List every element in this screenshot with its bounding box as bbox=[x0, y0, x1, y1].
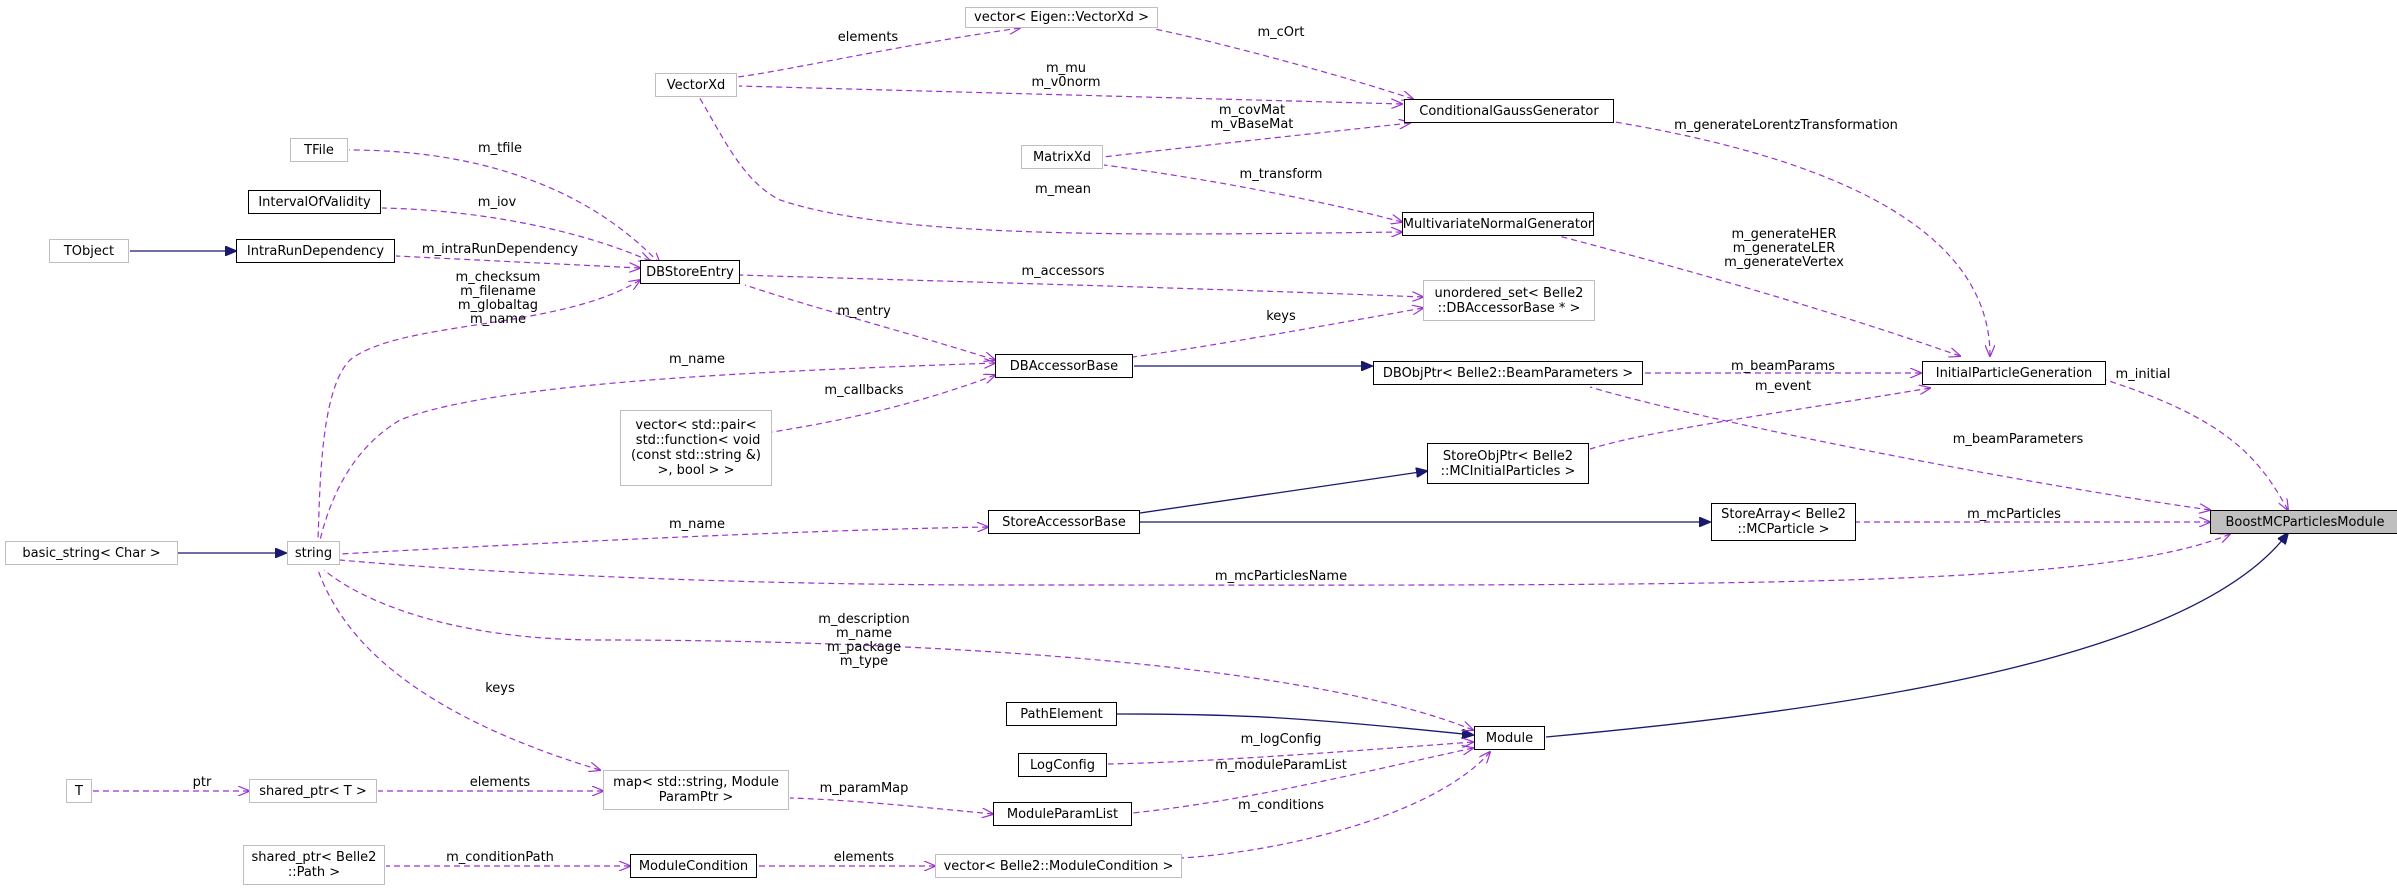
edge-dbaccessor-unordered bbox=[1109, 308, 1423, 361]
edge-label-m-accessors: m_accessors bbox=[1021, 264, 1105, 279]
edge-label-m-intrarundependency: m_intraRunDependency bbox=[421, 242, 579, 257]
edge-moduleparamlist-map bbox=[789, 797, 993, 814]
node-shared-ptr-t[interactable]: shared_ptr< T > bbox=[249, 779, 377, 803]
edge-label-m-logconfig: m_logConfig bbox=[1240, 732, 1322, 747]
edge-boost-ipg bbox=[2105, 379, 2288, 510]
node-modulecondition[interactable]: ModuleCondition bbox=[630, 854, 757, 878]
edge-mvn-matrixxd bbox=[1103, 164, 1402, 222]
edge-module-vectormodcond bbox=[1181, 752, 1490, 859]
node-multivariatenormalgenerator[interactable]: MultivariateNormalGenerator bbox=[1402, 212, 1594, 236]
edge-dbstoreentry-tfile bbox=[348, 149, 660, 264]
edge-label-m-generatelorentz: m_generateLorentzTransformation bbox=[1674, 118, 1898, 133]
edge-label-m-beamparameters: m_beamParameters bbox=[1952, 432, 2084, 447]
edge-dbaccessor-string bbox=[319, 363, 995, 541]
node-unordered-set[interactable]: unordered_set< Belle2 ::DBAccessorBase *… bbox=[1423, 280, 1595, 321]
node-storeaccessorbase[interactable]: StoreAccessorBase bbox=[988, 510, 1140, 534]
edge-label-m-initial: m_initial bbox=[2115, 367, 2171, 382]
node-logconfig[interactable]: LogConfig bbox=[1018, 753, 1107, 777]
edge-ipg-storeobjptr bbox=[1589, 388, 1930, 450]
edge-map-string bbox=[317, 569, 600, 770]
node-vectorxd[interactable]: VectorXd bbox=[655, 73, 737, 97]
edge-label-m-name: m_name bbox=[668, 517, 726, 532]
edge-label-elements: elements bbox=[833, 850, 895, 865]
edge-cgg-vectoreigen bbox=[1154, 28, 1413, 99]
edge-label-m-description: m_description m_name m_package m_type bbox=[818, 612, 910, 669]
node-dbobjptr-beamparameters[interactable]: DBObjPtr< Belle2::BeamParameters > bbox=[1373, 361, 1643, 385]
edge-cgg-vectorxd bbox=[738, 85, 1402, 104]
node-shared-ptr-path[interactable]: shared_ptr< Belle2 ::Path > bbox=[243, 845, 385, 885]
edge-module-string bbox=[323, 569, 1473, 730]
node-intrarundependency[interactable]: IntraRunDependency bbox=[236, 239, 395, 263]
edge-label-m-mu: m_mu m_v0norm bbox=[1031, 61, 1101, 90]
edge-label-m-beamparams: m_beamParams bbox=[1730, 359, 1836, 374]
edge-label-m-mcparticles: m_mcParticles bbox=[1967, 507, 2061, 522]
edge-storeobjptr-storeaccessorbase bbox=[1139, 471, 1427, 514]
edge-label-m-event: m_event bbox=[1754, 379, 1812, 394]
node-storearray-mcparticle[interactable]: StoreArray< Belle2 ::MCParticle > bbox=[1711, 503, 1856, 541]
edge-module-logconfig bbox=[1107, 742, 1473, 765]
edge-label-elements: elements bbox=[837, 30, 899, 45]
edge-label-m-callbacks: m_callbacks bbox=[824, 383, 904, 398]
edge-module-pathelement bbox=[1116, 713, 1473, 735]
edge-label-m-iov: m_iov bbox=[477, 195, 517, 210]
edge-dbstoreentry-string bbox=[317, 280, 640, 541]
edge-ipg-cgg bbox=[1614, 121, 1990, 356]
edge-label-m-conditions: m_conditions bbox=[1237, 798, 1325, 813]
edge-label-m-entry: m_entry bbox=[837, 304, 891, 319]
node-map-moduleparamptr[interactable]: map< std::string, Module ParamPtr > bbox=[603, 770, 789, 810]
node-boostmcparticlesmodule[interactable]: BoostMCParticlesModule bbox=[2210, 510, 2397, 534]
node-moduleparamlist[interactable]: ModuleParamList bbox=[993, 802, 1132, 826]
node-t[interactable]: T bbox=[66, 779, 92, 803]
edge-dbstoreentry-intrarun bbox=[395, 255, 640, 268]
node-pathelement[interactable]: PathElement bbox=[1006, 702, 1117, 726]
edge-label-m-parammap: m_paramMap bbox=[819, 781, 909, 796]
edge-label-m-mcparticlesname: m_mcParticlesName bbox=[1214, 569, 1348, 584]
node-initialparticlegeneration[interactable]: InitialParticleGeneration bbox=[1922, 361, 2106, 385]
node-conditionalgaussgenerator[interactable]: ConditionalGaussGenerator bbox=[1404, 99, 1614, 123]
node-module[interactable]: Module bbox=[1474, 726, 1545, 750]
edge-label-elements: elements bbox=[469, 775, 531, 790]
edge-cgg-matrixxd bbox=[1102, 123, 1410, 158]
edge-boost-string bbox=[339, 534, 2230, 586]
node-intervalofvalidity[interactable]: IntervalOfValidity bbox=[248, 190, 381, 214]
node-tobject[interactable]: TObject bbox=[49, 239, 129, 263]
edge-dbstoreentry-interval bbox=[381, 207, 650, 261]
edge-mvn-vectorxd bbox=[695, 91, 1402, 234]
edge-boost-module bbox=[1545, 533, 2288, 738]
edge-label-m-tfile: m_tfile bbox=[477, 141, 523, 156]
edge-module-moduleparamlist bbox=[1132, 748, 1473, 814]
edge-boost-dbobjptr bbox=[1589, 386, 2210, 510]
node-storeobjptr-mcinitialparticles[interactable]: StoreObjPtr< Belle2 ::MCInitialParticles… bbox=[1427, 443, 1589, 484]
edge-label-keys: keys bbox=[485, 681, 515, 696]
edge-label-m-generateher: m_generateHER m_generateLER m_generateVe… bbox=[1724, 227, 1844, 270]
node-dbaccessorbase[interactable]: DBAccessorBase bbox=[995, 354, 1133, 378]
edge-vectoreigen-vectorxd bbox=[737, 28, 1020, 78]
node-dbstoreentry[interactable]: DBStoreEntry bbox=[640, 260, 740, 284]
edge-unordered-dbstoreentry bbox=[738, 274, 1423, 297]
edge-label-keys: keys bbox=[1266, 309, 1296, 324]
edge-label-m-conditionpath: m_conditionPath bbox=[446, 850, 554, 865]
node-string[interactable]: string bbox=[287, 541, 340, 565]
edge-label-m-covmat: m_covMat m_vBaseMat bbox=[1210, 103, 1294, 132]
node-vector-pair[interactable]: vector< std::pair< std::function< void (… bbox=[620, 410, 772, 486]
edge-dbaccessor-dbstoreentry bbox=[744, 284, 995, 360]
node-matrixxd[interactable]: MatrixXd bbox=[1021, 145, 1103, 169]
edge-label-m-checksum: m_checksum m_filename m_globaltag m_name bbox=[455, 270, 541, 327]
node-vector-eigen-vectorxd[interactable]: vector< Eigen::VectorXd > bbox=[965, 7, 1158, 28]
edge-dbaccessor-vectorpair bbox=[771, 375, 995, 433]
edge-storeaccessor-string bbox=[339, 527, 988, 555]
node-basic-string[interactable]: basic_string< Char > bbox=[5, 541, 178, 565]
edge-label-ptr: ptr bbox=[192, 775, 212, 790]
node-vector-modulecondition[interactable]: vector< Belle2::ModuleCondition > bbox=[935, 854, 1182, 878]
edge-label-m-name: m_name bbox=[668, 352, 726, 367]
edge-label-m-transform: m_transform bbox=[1239, 167, 1323, 182]
node-tfile[interactable]: TFile bbox=[290, 138, 348, 162]
edge-label-m-mean: m_mean bbox=[1034, 182, 1092, 197]
edge-label-m-cort: m_cOrt bbox=[1257, 25, 1305, 40]
edge-label-m-moduleparamlist: m_moduleParamList bbox=[1215, 758, 1347, 773]
